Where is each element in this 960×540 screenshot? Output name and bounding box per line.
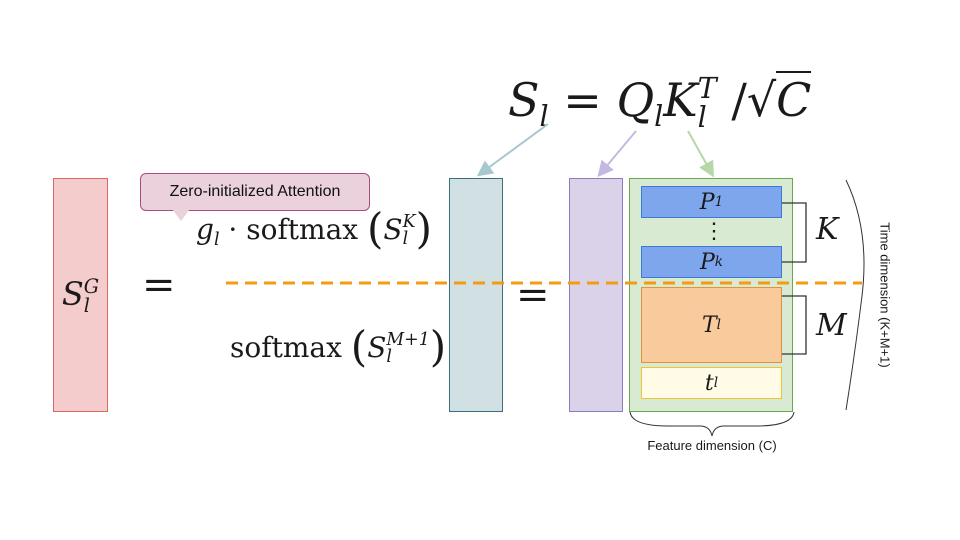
tl-symbol: T bbox=[701, 312, 717, 338]
top-arg-sub: l bbox=[402, 229, 409, 250]
paren-close-bottom: ) bbox=[429, 322, 447, 371]
formula-slash: / bbox=[731, 73, 747, 127]
bottom-arg-sup: M+1 bbox=[386, 329, 430, 350]
formula-q: Q bbox=[616, 73, 655, 127]
gated-sup: G bbox=[83, 274, 100, 298]
pk-sub: k bbox=[714, 254, 724, 270]
brace-time-dimension bbox=[845, 179, 865, 411]
paren-open-top: ( bbox=[367, 204, 384, 253]
equals-sign-left: = bbox=[142, 262, 176, 308]
bottom-arg-sub: l bbox=[386, 347, 392, 368]
top-arg-symbol: S bbox=[383, 212, 403, 246]
callout-pointer bbox=[172, 209, 190, 221]
formula-s-sub: l bbox=[539, 99, 549, 133]
p1-symbol: P bbox=[699, 189, 715, 215]
vertical-ellipsis: ⋮ bbox=[703, 219, 725, 244]
query-box bbox=[569, 178, 623, 412]
gated-sub: l bbox=[83, 294, 90, 318]
formula-k-sub: l bbox=[697, 101, 707, 134]
arrow-to-attention-score bbox=[476, 123, 549, 177]
bottom-arg-symbol: S bbox=[367, 330, 387, 364]
gated-symbol: S bbox=[61, 274, 84, 313]
tl-sub: l bbox=[716, 317, 722, 333]
arrow-to-key bbox=[687, 130, 714, 178]
formula-k-sup: T bbox=[697, 72, 717, 106]
formula-s: S bbox=[508, 73, 540, 127]
brace-label-k: K bbox=[816, 212, 839, 247]
equals-sign-right: = bbox=[516, 272, 550, 318]
zero-init-attention-callout: Zero-initialized Attention bbox=[140, 173, 370, 211]
formula-q-sub: l bbox=[654, 99, 664, 133]
tsmall-sub: l bbox=[713, 375, 719, 391]
bracket-m bbox=[782, 295, 807, 355]
bracket-k bbox=[782, 202, 807, 263]
sqrt-symbol: √ bbox=[746, 73, 777, 127]
arrow-to-query bbox=[597, 130, 637, 178]
paren-close-top: ) bbox=[415, 204, 432, 253]
formula-sqrt-arg: C bbox=[776, 71, 812, 127]
top-arg-sup: K bbox=[402, 211, 416, 232]
softmax-label-top: softmax bbox=[246, 212, 359, 246]
brace-feature-dimension bbox=[629, 411, 795, 437]
tsmall-symbol: t bbox=[704, 370, 714, 396]
dot-operator: · bbox=[228, 212, 238, 246]
brace-label-m: M bbox=[816, 308, 847, 343]
gate-sub: l bbox=[213, 229, 220, 250]
softmax-label-bottom: softmax bbox=[230, 330, 342, 364]
formula-k: K bbox=[663, 73, 698, 127]
pk-symbol: P bbox=[699, 249, 715, 275]
formula-equals: = bbox=[563, 73, 602, 127]
feature-dimension-label: Feature dimension (C) bbox=[647, 438, 777, 453]
p1-sub: 1 bbox=[714, 194, 724, 210]
gate-symbol: g bbox=[196, 212, 214, 246]
attention-score-box bbox=[449, 178, 503, 412]
paren-open-bottom: ( bbox=[350, 322, 368, 371]
